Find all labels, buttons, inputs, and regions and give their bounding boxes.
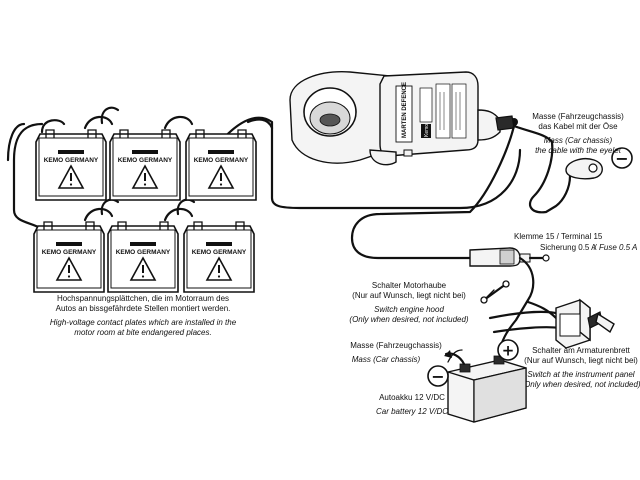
svg-text:−: −: [615, 149, 628, 168]
svg-text:Klemme 15 / Terminal 15: Klemme 15 / Terminal 15: [514, 232, 603, 241]
contact-plate: KEMO GERMANY: [109, 129, 181, 201]
svg-text:KEMO GERMANY: KEMO GERMANY: [194, 157, 249, 164]
svg-text:KEMO GERMANY: KEMO GERMANY: [42, 249, 97, 256]
plates-caption: Hochspannungsplättchen, die im Motorraum…: [50, 294, 237, 337]
svg-text:(Nur auf Wunsch, liegt nicht b: (Nur auf Wunsch, liegt nicht bei): [352, 291, 466, 300]
svg-text:High-voltage contact plates wh: High-voltage contact plates which are in…: [50, 318, 237, 327]
svg-text:Mass (Car chassis): Mass (Car chassis): [544, 136, 613, 145]
svg-text:KEMO GERMANY: KEMO GERMANY: [116, 249, 171, 256]
svg-text:Autos an bissgefährdete Stelle: Autos an bissgefährdete Stellen montiert…: [56, 304, 231, 313]
svg-text:Hochspannungsplättchen, die im: Hochspannungsplättchen, die im Motorraum…: [57, 294, 229, 303]
hood-switch: [480, 280, 510, 304]
svg-text:Sicherung 0.5 A: Sicherung 0.5 A: [540, 243, 597, 252]
contact-plate: KEMO GERMANY: [183, 221, 255, 293]
svg-text:Switch engine hood: Switch engine hood: [374, 305, 444, 314]
svg-text:KEMO GERMANY: KEMO GERMANY: [44, 157, 99, 164]
svg-text:Kemo: Kemo: [424, 124, 430, 137]
battery-mass-label: Masse (Fahrzeugchassis) Mass (Car chassi…: [350, 341, 442, 364]
mass-arrow-icon: [444, 349, 463, 363]
svg-text:Fuse 0.5 A: Fuse 0.5 A: [599, 243, 637, 252]
svg-text:Mass (Car chassis): Mass (Car chassis): [352, 355, 421, 364]
svg-text:−: −: [431, 367, 444, 386]
battery-plus-icon: +: [497, 339, 519, 361]
contact-plate: KEMO GERMANY: [185, 129, 257, 201]
ground-chassis-label: Masse (Fahrzeugchassis) das Kabel mit de…: [532, 112, 624, 155]
terminal-15-label: Klemme 15 / Terminal 15: [514, 232, 603, 241]
marten-defence-device: MARTEN DEFENCE Kemo: [289, 71, 518, 166]
chassis-ground-minus-icon: −: [611, 147, 633, 169]
svg-text:+: +: [502, 342, 515, 360]
svg-text:KEMO GERMANY: KEMO GERMANY: [118, 157, 173, 164]
device-wiring: [350, 124, 572, 260]
svg-text:(Only when desired, not includ: (Only when desired, not included): [349, 315, 469, 324]
battery-label: Autoakku 12 V/DC Car battery 12 V/DC: [376, 393, 448, 416]
contact-plate: KEMO GERMANY: [33, 221, 105, 293]
contact-plate: KEMO GERMANY: [107, 221, 179, 293]
svg-text:(Nur auf Wunsch, liegt nicht b: (Nur auf Wunsch, liegt nicht bei): [524, 356, 638, 365]
car-battery: [444, 348, 527, 423]
svg-text:the cable with the eyelet: the cable with the eyelet: [535, 146, 622, 155]
plate-wiring: [6, 106, 522, 230]
svg-text:Switch at the instrument panel: Switch at the instrument panel: [527, 370, 634, 379]
svg-text:Masse (Fahrzeugchassis): Masse (Fahrzeugchassis): [532, 112, 624, 121]
contact-plate: KEMO GERMANY: [35, 129, 107, 201]
svg-text:Schalter Motorhaube: Schalter Motorhaube: [372, 281, 447, 290]
svg-text:MARTEN DEFENCE: MARTEN DEFENCE: [402, 82, 408, 138]
svg-text:Autoakku 12 V/DC: Autoakku 12 V/DC: [379, 393, 445, 402]
svg-text:/: /: [593, 243, 597, 252]
battery-minus-icon: −: [427, 365, 449, 387]
svg-text:(Only when desired, not includ: (Only when desired, not included): [521, 380, 640, 389]
hood-switch-label: Schalter Motorhaube (Nur auf Wunsch, lie…: [349, 281, 469, 324]
panel-switch-label: Schalter am Armaturenbrett (Nur auf Wuns…: [521, 346, 640, 389]
svg-text:motor room at bite endangered: motor room at bite endangered places.: [74, 328, 211, 337]
svg-text:Schalter am Armaturenbrett: Schalter am Armaturenbrett: [532, 346, 631, 355]
svg-text:Masse (Fahrzeugchassis): Masse (Fahrzeugchassis): [350, 341, 442, 350]
fuse-label: Sicherung 0.5 A / Fuse 0.5 A: [540, 243, 637, 252]
svg-text:Car battery 12 V/DC: Car battery 12 V/DC: [376, 407, 448, 416]
svg-text:das Kabel mit der Öse: das Kabel mit der Öse: [538, 122, 618, 131]
chassis-eyelet: [565, 158, 603, 180]
panel-switch: [488, 298, 615, 349]
svg-text:KEMO GERMANY: KEMO GERMANY: [192, 249, 247, 256]
fuse-holder: [469, 247, 550, 267]
